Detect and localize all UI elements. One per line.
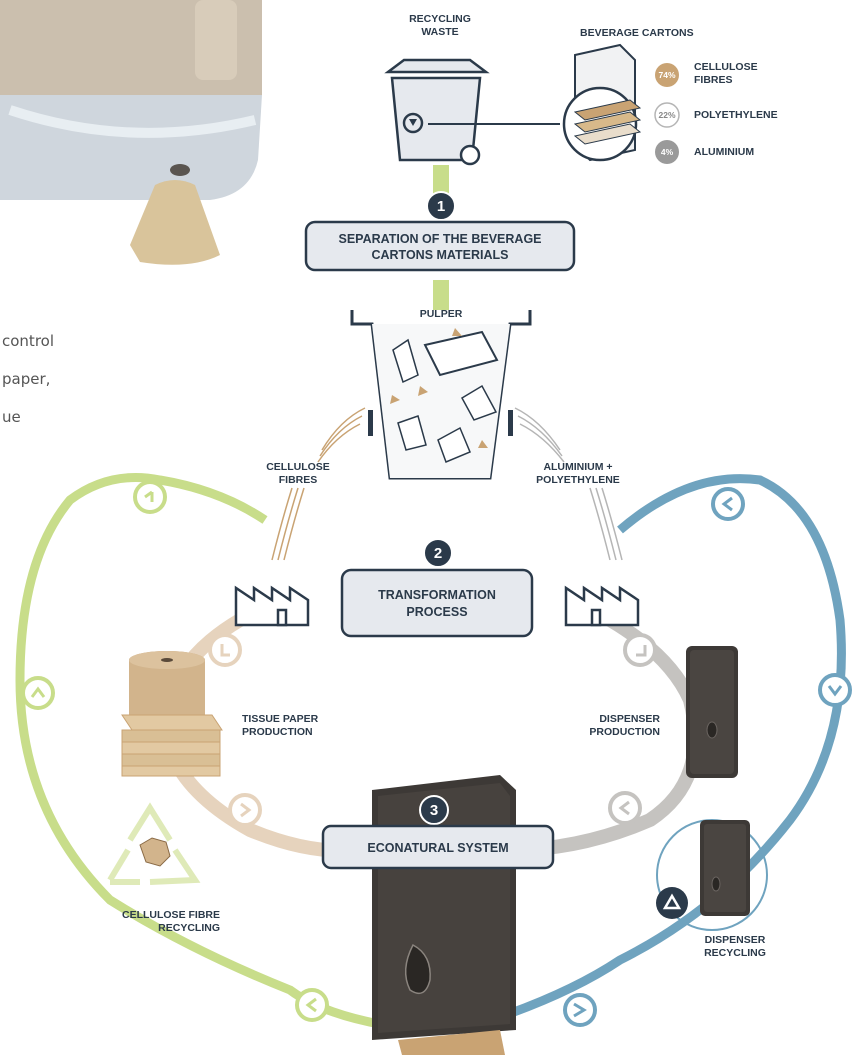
cellulose-recycling-label-2: RECYCLING: [158, 922, 220, 934]
step-3-label: ECONATURAL SYSTEM: [367, 841, 508, 855]
beverage-carton-icon: [562, 43, 642, 162]
recycling-waste-label-1: RECYCLING: [409, 13, 471, 25]
composition-polyethylene: 22% POLYETHYLENE: [654, 102, 778, 128]
fibre-flow-lines: [271, 407, 366, 561]
composition-cellulose: 74% CELLULOSE FIBRES: [655, 61, 758, 87]
dispenser-production-label-1: DISPENSER: [599, 713, 660, 725]
side-text-1: control: [2, 332, 54, 350]
tissue-paper-icon: [121, 651, 223, 777]
cellulose-recycling-label-1: CELLULOSE FIBRE: [122, 909, 220, 921]
pct-cellulose: 74%: [658, 70, 675, 80]
step-2-label-2: PROCESS: [406, 605, 467, 619]
step-1-badge: [426, 191, 456, 221]
step-2-badge: [423, 538, 453, 568]
factory-right-icon: [564, 585, 640, 627]
cellulose-fibres-output-2: FIBRES: [279, 474, 318, 486]
step-3-badge: [419, 795, 449, 825]
blue-loop: [458, 474, 846, 1035]
recycle-symbol-green-icon: [107, 802, 201, 885]
green-loop: [15, 473, 421, 1035]
composition-cellulose-label-2: FIBRES: [694, 74, 733, 86]
step-1-box: [304, 220, 576, 272]
cellulose-fibres-output-1: CELLULOSE: [266, 461, 330, 473]
roll-dispenser-image: [0, 0, 262, 265]
connector-top: [433, 165, 449, 195]
step-3-box: [321, 824, 555, 870]
dispenser-production-label-2: PRODUCTION: [589, 726, 660, 738]
recycling-bin-icon: [384, 58, 560, 166]
recycling-waste-label-2: WASTE: [421, 26, 458, 38]
pct-polyethylene: 22%: [658, 110, 675, 120]
grey-loop: [509, 613, 702, 857]
loop-arrow-markers: [21, 480, 852, 1027]
dispenser-recycling-icon: [700, 820, 750, 916]
pct-aluminium: 4%: [661, 147, 674, 157]
factory-left-icon: [234, 585, 310, 627]
dispenser-recycling-label-2: RECYCLING: [704, 947, 766, 959]
step-1-label-1: SEPARATION OF THE BEVERAGE: [338, 232, 541, 246]
tissue-paper-label-2: PRODUCTION: [242, 726, 313, 738]
dispenser-recycling-label-1: DISPENSER: [705, 934, 766, 946]
side-text-2: paper,: [2, 370, 50, 388]
pulper-label: PULPER: [420, 308, 463, 320]
step-2-number: 2: [434, 545, 442, 562]
step-3-number: 3: [430, 802, 438, 819]
crumpled-paper-icon: [139, 837, 171, 867]
composition-aluminium-label: ALUMINIUM: [694, 146, 754, 158]
connector-mid: [433, 280, 449, 310]
step-1-number: 1: [437, 198, 445, 215]
aluminium-polyethylene-output-2: POLYETHYLENE: [536, 474, 620, 486]
aluminium-flow-lines: [514, 407, 623, 561]
composition-aluminium: 4% ALUMINIUM: [655, 140, 754, 164]
side-text-3: ue: [2, 408, 21, 426]
beverage-cartons-title: BEVERAGE CARTONS: [580, 27, 694, 39]
pulper-icon: [350, 310, 532, 480]
composition-polyethylene-label: POLYETHYLENE: [694, 109, 778, 121]
step-2-label-1: TRANSFORMATION: [378, 588, 496, 602]
recycle-symbol-dark-icon: [656, 887, 688, 919]
composition-cellulose-label-1: CELLULOSE: [694, 61, 758, 73]
aluminium-polyethylene-output-1: ALUMINIUM +: [543, 461, 612, 473]
tissue-paper-label-1: TISSUE PAPER: [242, 713, 319, 725]
step-2-box: [340, 568, 534, 638]
step-1-label-2: CARTONS MATERIALS: [371, 248, 508, 262]
dispenser-production-icon: [686, 646, 738, 778]
